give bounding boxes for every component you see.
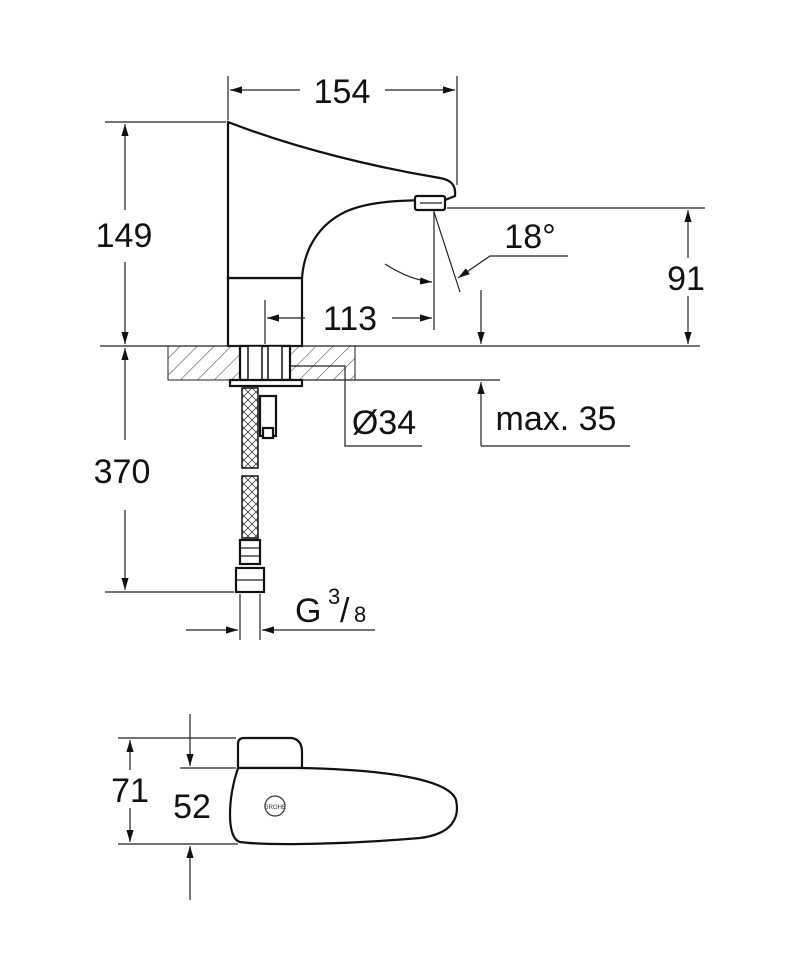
faucet-top-view: GROHE xyxy=(118,714,458,900)
label-spout-angle: 18° xyxy=(504,218,555,256)
label-hole-diameter: Ø34 xyxy=(352,404,416,442)
label-width-top: 154 xyxy=(314,73,371,111)
label-thread: G xyxy=(295,592,321,630)
label-thread-num: 3 xyxy=(328,584,340,609)
label-thread-slash: / xyxy=(340,592,350,630)
countertop-section xyxy=(100,344,700,388)
label-hose-length: 370 xyxy=(94,453,151,491)
brand-mark: GROHE xyxy=(264,805,286,811)
hose-assembly xyxy=(234,387,278,594)
label-height-body: 149 xyxy=(96,217,153,255)
label-top-body-depth: 52 xyxy=(173,788,211,826)
dimension-lines xyxy=(105,76,705,640)
dimension-labels: 154 149 91 18° 113 370 Ø34 max. 35 G 3 /… xyxy=(94,73,705,826)
label-max-thickness: max. 35 xyxy=(496,400,617,438)
label-thread-den: 8 xyxy=(354,602,366,627)
label-spout-reach: 113 xyxy=(323,300,377,338)
label-spout-height: 91 xyxy=(667,260,705,298)
faucet-side-view xyxy=(226,120,457,348)
label-top-total-depth: 71 xyxy=(111,772,149,810)
brand-logo-icon xyxy=(264,795,286,817)
